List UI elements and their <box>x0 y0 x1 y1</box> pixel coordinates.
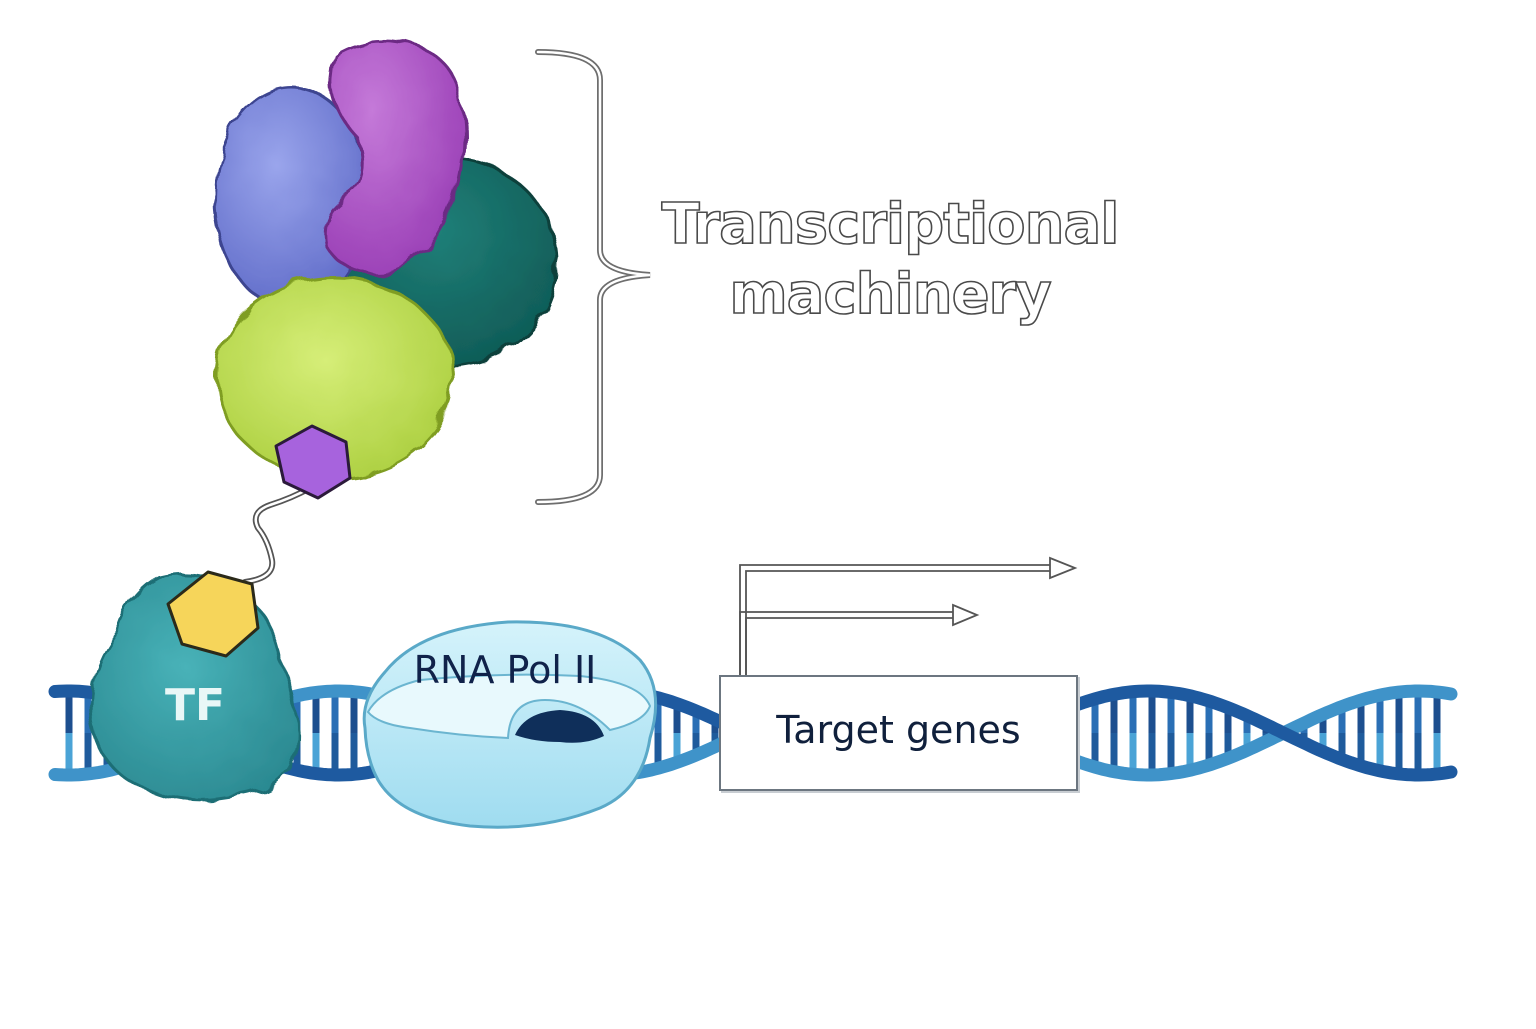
target-genes-label: Target genes <box>776 708 1021 752</box>
machinery-subunit-magenta <box>322 39 465 275</box>
transcriptional-machinery-complex <box>212 39 558 480</box>
tf-label: TF <box>164 680 226 731</box>
tf-hexagon-domain <box>166 570 260 658</box>
machinery-hexagon-domain <box>274 424 352 500</box>
rna-pol-ii-label: RNA Pol II <box>413 648 597 692</box>
transcription-arrows <box>739 556 1078 675</box>
target-genes-box <box>719 675 1078 791</box>
transcriptional-machinery-label: Transcriptional machinery <box>661 191 1121 328</box>
rna-pol-ii <box>362 620 658 829</box>
